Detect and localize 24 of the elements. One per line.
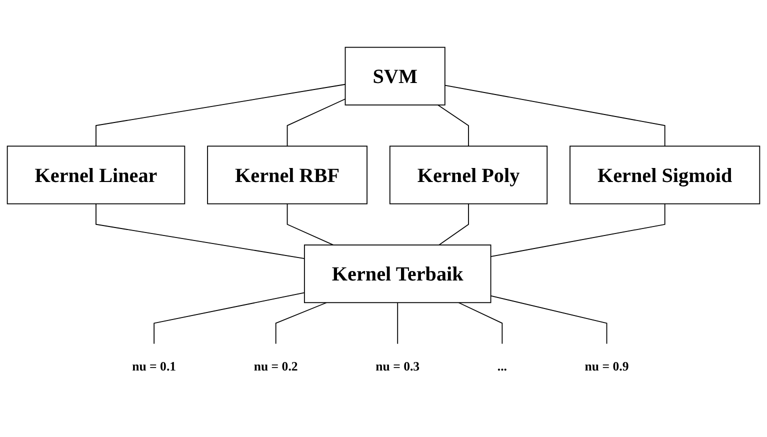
node-box: Kernel Terbaik	[304, 244, 492, 303]
node-box: Kernel Poly	[389, 145, 548, 204]
node-box: SVM	[344, 46, 446, 106]
connector	[437, 104, 469, 146]
node-box: Kernel Linear	[6, 145, 186, 204]
node-text: ...	[497, 360, 507, 374]
connector	[438, 202, 469, 246]
node-text: nu = 0.2	[254, 360, 298, 374]
connector	[96, 84, 346, 146]
connector	[154, 292, 305, 344]
node-text: nu = 0.3	[376, 360, 420, 374]
node-box: Kernel RBF	[207, 145, 368, 204]
connector	[444, 84, 666, 146]
connector	[286, 202, 334, 246]
node-text: nu = 0.1	[132, 360, 176, 374]
connector	[490, 294, 608, 344]
connector	[490, 202, 666, 257]
connector	[397, 302, 398, 344]
node-box: Kernel Sigmoid	[570, 145, 760, 204]
connector	[275, 302, 328, 344]
node-text: nu = 0.9	[584, 360, 629, 374]
connector	[96, 202, 305, 259]
connector	[458, 302, 503, 344]
connector	[286, 98, 346, 146]
